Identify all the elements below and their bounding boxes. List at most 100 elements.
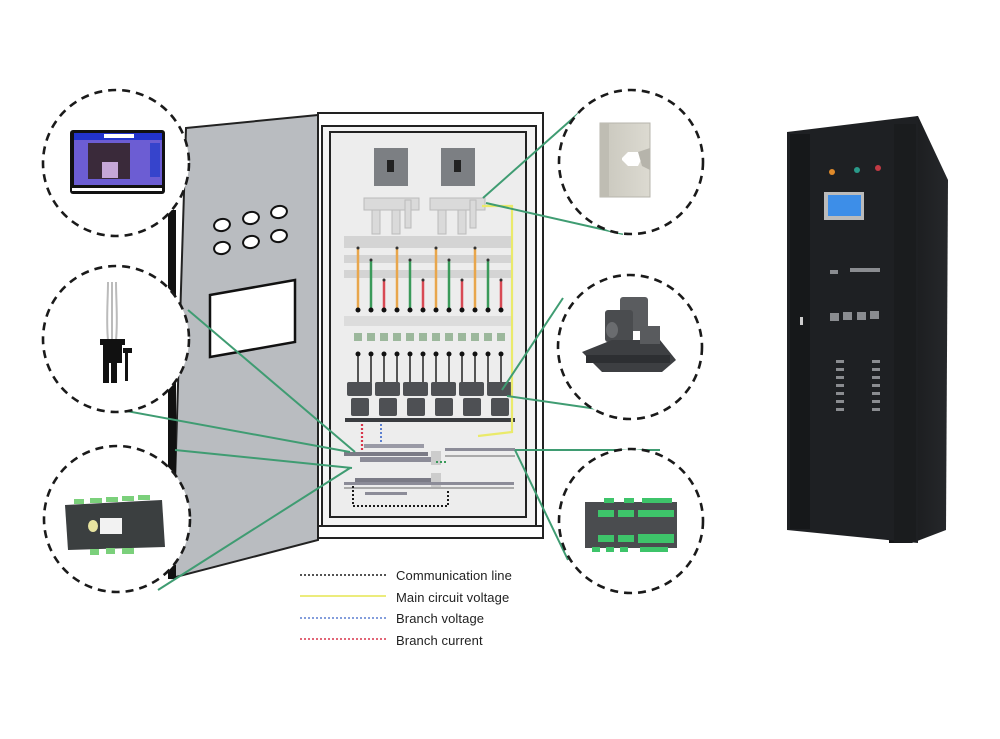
rack-indicator (836, 376, 844, 379)
wire-terminal (394, 307, 400, 313)
wire-terminal (486, 258, 490, 262)
breaker-terminal (485, 351, 491, 357)
wire-terminal (421, 278, 425, 282)
ct-rail (345, 418, 515, 422)
legend-item: Branch current (396, 630, 512, 652)
branch-breaker (497, 333, 505, 341)
breaker-terminal (381, 351, 387, 357)
rack-indicator (872, 368, 880, 371)
status-lamp-run (854, 167, 860, 173)
branch-ct (379, 398, 397, 416)
breaker-terminal (394, 351, 400, 357)
branch-breaker (419, 333, 427, 341)
rack-indicator (836, 384, 844, 387)
rack-indicator (836, 408, 844, 411)
monitoring-cabinet-photo (787, 116, 948, 543)
wire-terminal (446, 307, 452, 313)
branch-ct (435, 398, 453, 416)
callout-main-ct (557, 88, 705, 236)
callout-multi-circuit-meter (42, 444, 192, 594)
rack-indicator (836, 360, 844, 363)
branch-breaker (380, 333, 388, 341)
door-button (242, 210, 260, 226)
legend: Communication line Main circuit voltage … (396, 565, 512, 651)
voltage-harness-icon (100, 281, 132, 383)
wire-terminal (459, 307, 465, 313)
rack-indicator (872, 400, 880, 403)
breaker-terminal (355, 351, 361, 357)
branch-breakers (354, 333, 505, 384)
branch-breaker (432, 333, 440, 341)
callout-lines (109, 111, 660, 591)
rack-indicator (872, 408, 880, 411)
main-current-transformer-icon (599, 122, 651, 198)
breaker-terminal (433, 351, 439, 357)
legend-swatches (300, 574, 386, 640)
branch-ct (403, 382, 428, 396)
legend-item: Communication line (396, 565, 512, 587)
callout-voltage-harness (41, 264, 191, 414)
rack-indicator (872, 384, 880, 387)
status-lamp-fault (875, 165, 881, 171)
breaker-terminal (459, 351, 465, 357)
wire-terminal (460, 278, 464, 282)
wire-terminal (382, 278, 386, 282)
phase-wires (355, 246, 504, 313)
branch-breaker (393, 333, 401, 341)
branch-ct (487, 382, 512, 396)
wire-terminal (369, 258, 373, 262)
callout-split-core-ct (556, 273, 704, 421)
legend-label-communication: Communication line (396, 568, 512, 584)
legend-label-branch-voltage: Branch voltage (396, 611, 485, 627)
callout-touch-screen (41, 88, 191, 238)
door-button (270, 204, 288, 220)
branch-ct (431, 382, 456, 396)
wire-terminal (498, 307, 504, 313)
legend-label-branch-current: Branch current (396, 632, 483, 648)
door-button (270, 228, 288, 244)
wire-terminal (447, 258, 451, 262)
cabinet-door (168, 113, 319, 580)
rack-indicator (872, 376, 880, 379)
door-window (208, 278, 297, 359)
communication-line (352, 486, 449, 507)
split-core-ct-icon (582, 297, 676, 372)
branch-breaker (445, 333, 453, 341)
rack-indicator (872, 360, 880, 363)
breaker-terminal (446, 351, 452, 357)
door-hinge-bottom (168, 380, 176, 480)
rack-indicator (836, 400, 844, 403)
legend-label-main-voltage: Main circuit voltage (396, 589, 510, 605)
status-lamp-power (829, 169, 835, 175)
wire-terminal (499, 278, 503, 282)
door-hinge-foot (168, 565, 176, 579)
branch-breaker (458, 333, 466, 341)
wire-terminal (356, 246, 360, 250)
breaker-terminal (472, 351, 478, 357)
callout-branch-module (557, 447, 705, 595)
rack-indicator (836, 392, 844, 395)
legend-item: Main circuit voltage (396, 587, 512, 609)
wire-terminal (355, 307, 361, 313)
wire-terminal (420, 307, 426, 313)
branch-breaker (484, 333, 492, 341)
breaker-terminal (368, 351, 374, 357)
door-hinge-top (168, 210, 176, 310)
door-button (242, 234, 260, 250)
branch-breaker (406, 333, 414, 341)
main-breakers (363, 148, 486, 235)
wire-terminal (472, 307, 478, 313)
rack-indicator (836, 368, 844, 371)
bus-bars (344, 236, 512, 278)
rack-indicator-grid (836, 360, 880, 411)
wire-terminal (433, 307, 439, 313)
branch-ct (407, 398, 425, 416)
branch-breaker (354, 333, 362, 341)
branch-ct (491, 398, 509, 416)
branch-ct (463, 398, 481, 416)
multi-circuit-meter-icon (65, 495, 165, 555)
breaker-terminal (420, 351, 426, 357)
door-indicator-buttons (213, 204, 288, 256)
wire-terminal (407, 307, 413, 313)
